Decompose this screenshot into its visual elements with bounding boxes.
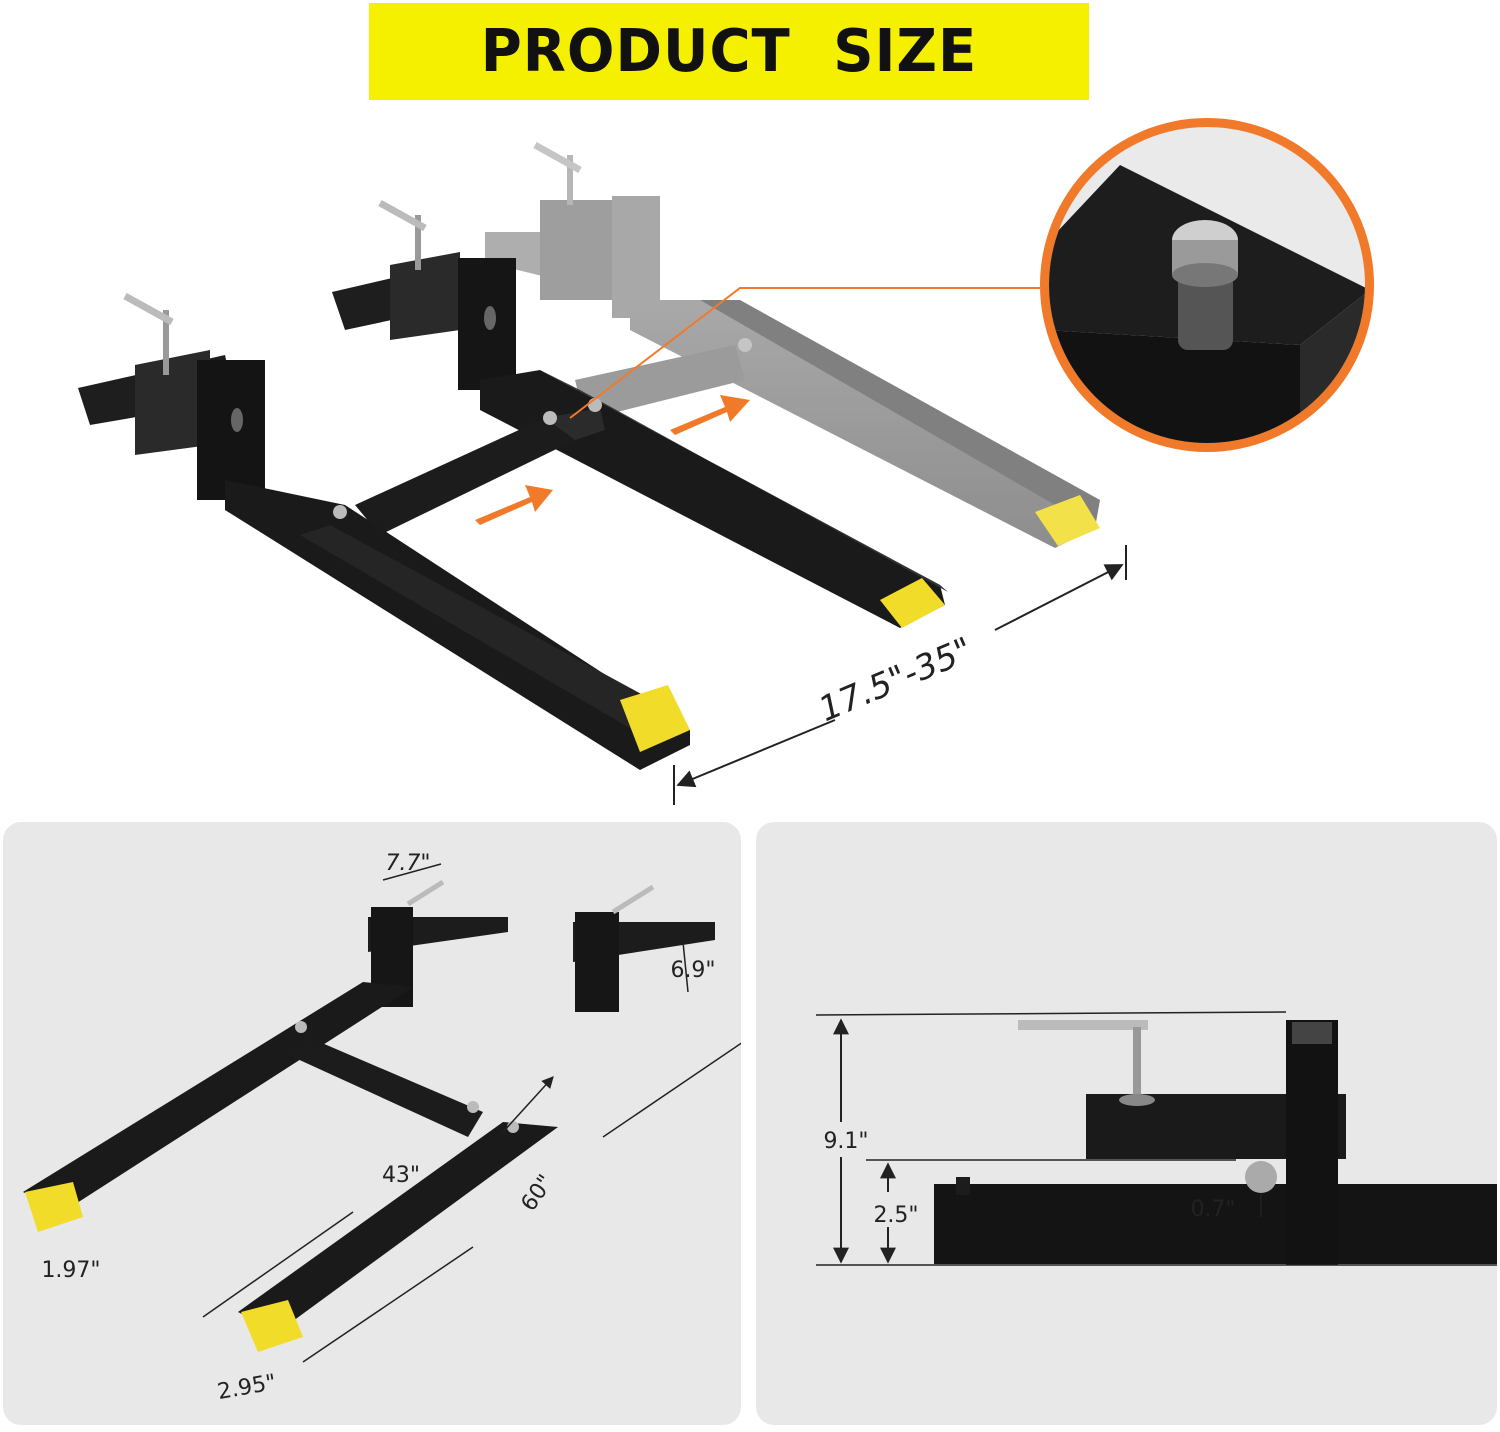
fork-spacing-label: 43" [382,1163,420,1188]
bracket-height-label: 6.9" [670,958,715,983]
dimension-panel-right: 9.1" 2.5" 0.7" [756,822,1497,1425]
middle-fork [332,199,948,628]
banner-title: PRODUCT SIZE [480,17,978,86]
slide-arrow-icon-2 [670,395,750,435]
front-fork-tip [620,685,690,752]
pin-gap-label: 0.7" [1190,1197,1235,1222]
width-dim-line-top [994,564,1124,631]
width-range-label: 17.5"-35" [813,630,978,730]
dimension-panel-left: 7.7" 6.9" 43" 60" 1.97" 2.95" [3,822,741,1425]
width-dim-line-bottom [676,719,836,788]
ghost-fork-tip [1035,495,1100,546]
middle-fork-tip [880,578,945,628]
fork-height-label: 2.5" [873,1203,918,1228]
total-height-label: 9.1" [823,1129,868,1154]
title-banner: PRODUCT SIZE [369,3,1089,100]
left-fork-diagram: 7.7" 6.9" 43" 60" 1.97" 2.95" [23,851,741,1405]
main-fork-illustration: 17.5"-35" [78,118,1374,805]
cross-bar [355,418,575,535]
side-view-diagram: 9.1" 2.5" 0.7" [815,1011,1497,1266]
fork-width-label: 2.95" [216,1370,279,1405]
fork-length-label: 60" [517,1170,559,1216]
fork-thickness-label: 1.97" [41,1258,100,1283]
pin-detail-icon [1040,118,1374,452]
front-fork [78,292,690,770]
slide-arrow-icon [475,485,553,525]
bracket-width-label: 7.7" [385,851,430,876]
ghost-fork [485,141,1100,548]
callout-line [569,287,1040,419]
